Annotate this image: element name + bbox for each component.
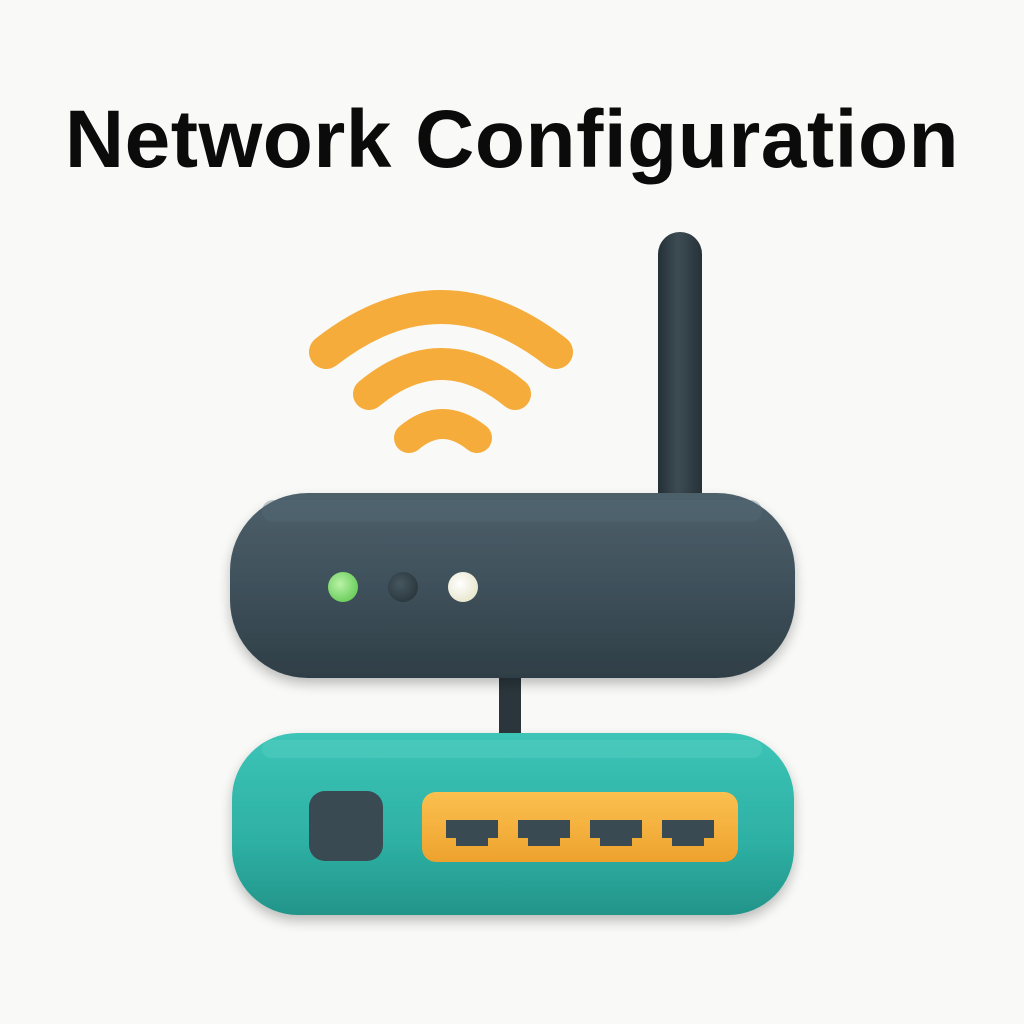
led-white-icon: [448, 572, 478, 602]
antenna: [658, 232, 702, 522]
wifi-signal-icon: [309, 290, 573, 453]
page-title: Network Configuration: [64, 94, 960, 185]
led-off-icon: [388, 572, 418, 602]
connection-cable: [499, 664, 521, 744]
led-green-icon: [328, 572, 358, 602]
router-icon: [230, 493, 795, 678]
power-button: [309, 791, 383, 861]
ethernet-port-icon: [422, 792, 738, 862]
